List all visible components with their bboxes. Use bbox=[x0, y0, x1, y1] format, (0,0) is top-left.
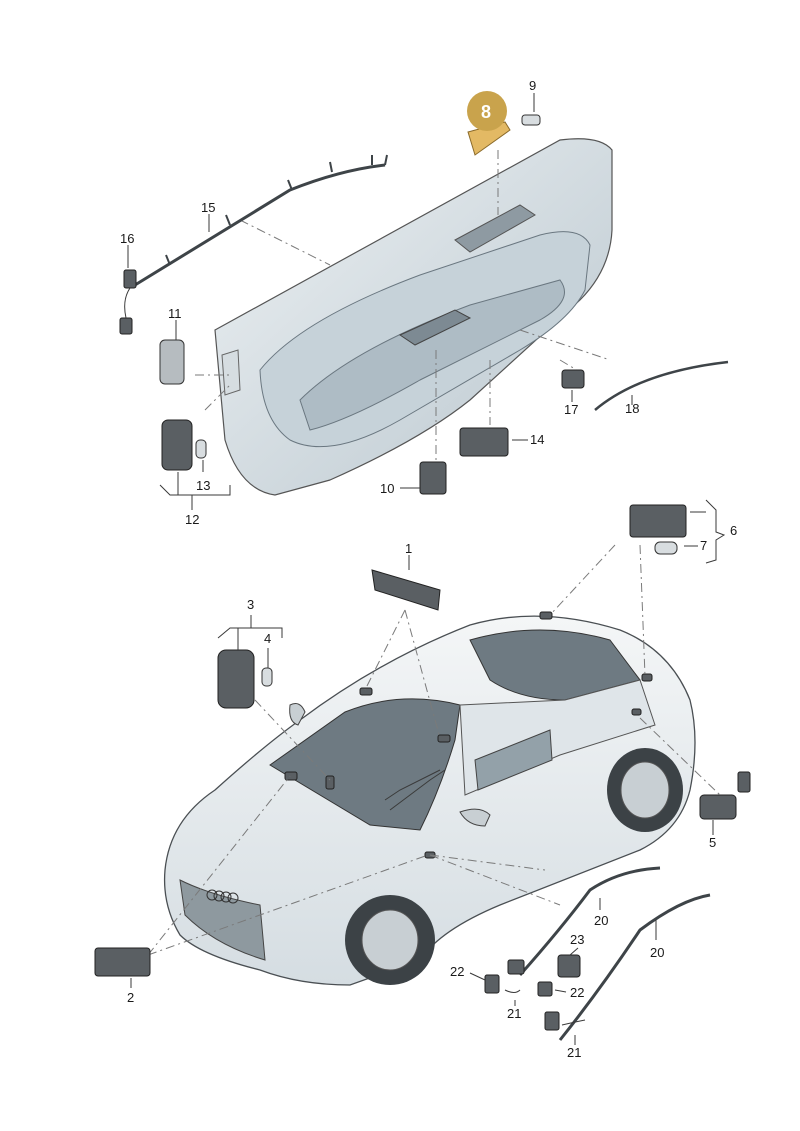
callout-9: 9 bbox=[529, 78, 536, 93]
part-11-lamp-lens bbox=[159, 339, 185, 385]
callout-20-upper: 20 bbox=[594, 913, 608, 928]
car-leader-lines bbox=[147, 544, 721, 956]
callout-15: 15 bbox=[201, 200, 215, 215]
callout-1: 1 bbox=[405, 541, 412, 556]
callout-6: 6 bbox=[730, 523, 737, 538]
callout-leaders bbox=[127, 93, 726, 1045]
car-interior-markers bbox=[284, 611, 653, 859]
part-18-light-guide bbox=[594, 360, 729, 411]
callout-5: 5 bbox=[709, 835, 716, 850]
part-5-connector bbox=[699, 771, 751, 820]
part-13-bulb bbox=[195, 439, 207, 459]
part-14-module bbox=[459, 427, 509, 457]
callout-8: 8 bbox=[481, 102, 491, 122]
part-6-module bbox=[629, 504, 687, 538]
callout-18: 18 bbox=[625, 401, 639, 416]
callout-23: 23 bbox=[570, 932, 584, 947]
callout-12: 12 bbox=[185, 512, 199, 527]
part-9-bulb bbox=[521, 114, 541, 126]
part-4-bulb bbox=[261, 667, 273, 687]
callout-4: 4 bbox=[264, 631, 271, 646]
callout-10: 10 bbox=[380, 481, 394, 496]
car-body bbox=[163, 615, 696, 986]
part-7-bulb bbox=[654, 541, 678, 555]
highlighted-part-8-badge[interactable]: 8 bbox=[467, 91, 507, 131]
door-panel bbox=[214, 121, 613, 496]
callout-22-left: 22 bbox=[450, 964, 464, 979]
part-20-wire-harness bbox=[518, 866, 711, 1041]
callout-2: 2 bbox=[127, 990, 134, 1005]
audi-rings-logo bbox=[206, 889, 239, 904]
callout-13: 13 bbox=[196, 478, 210, 493]
part-2-module bbox=[94, 947, 151, 977]
callout-21-right: 21 bbox=[567, 1045, 581, 1060]
callout-11: 11 bbox=[168, 306, 182, 321]
part-12-lamp-housing bbox=[161, 419, 193, 471]
part-15-wire-harness bbox=[134, 154, 388, 287]
callout-21-left: 21 bbox=[507, 1006, 521, 1021]
callout-22-right: 22 bbox=[570, 985, 584, 1000]
callout-20-lower: 20 bbox=[650, 945, 664, 960]
part-17-socket bbox=[561, 369, 585, 389]
callout-16: 16 bbox=[120, 231, 134, 246]
part-16-connector bbox=[119, 269, 137, 335]
callout-17: 17 bbox=[564, 402, 578, 417]
part-10-switch bbox=[419, 461, 447, 495]
part-3-lamp-housing bbox=[217, 649, 255, 709]
part-1-interior-light bbox=[371, 569, 441, 611]
callout-labels: 9 15 16 11 13 12 10 14 17 18 1 3 4 6 7 5… bbox=[120, 78, 737, 1060]
callout-7: 7 bbox=[700, 538, 707, 553]
callout-14: 14 bbox=[530, 432, 544, 447]
callout-3: 3 bbox=[247, 597, 254, 612]
part-21-22-23-connectors bbox=[484, 954, 586, 1031]
